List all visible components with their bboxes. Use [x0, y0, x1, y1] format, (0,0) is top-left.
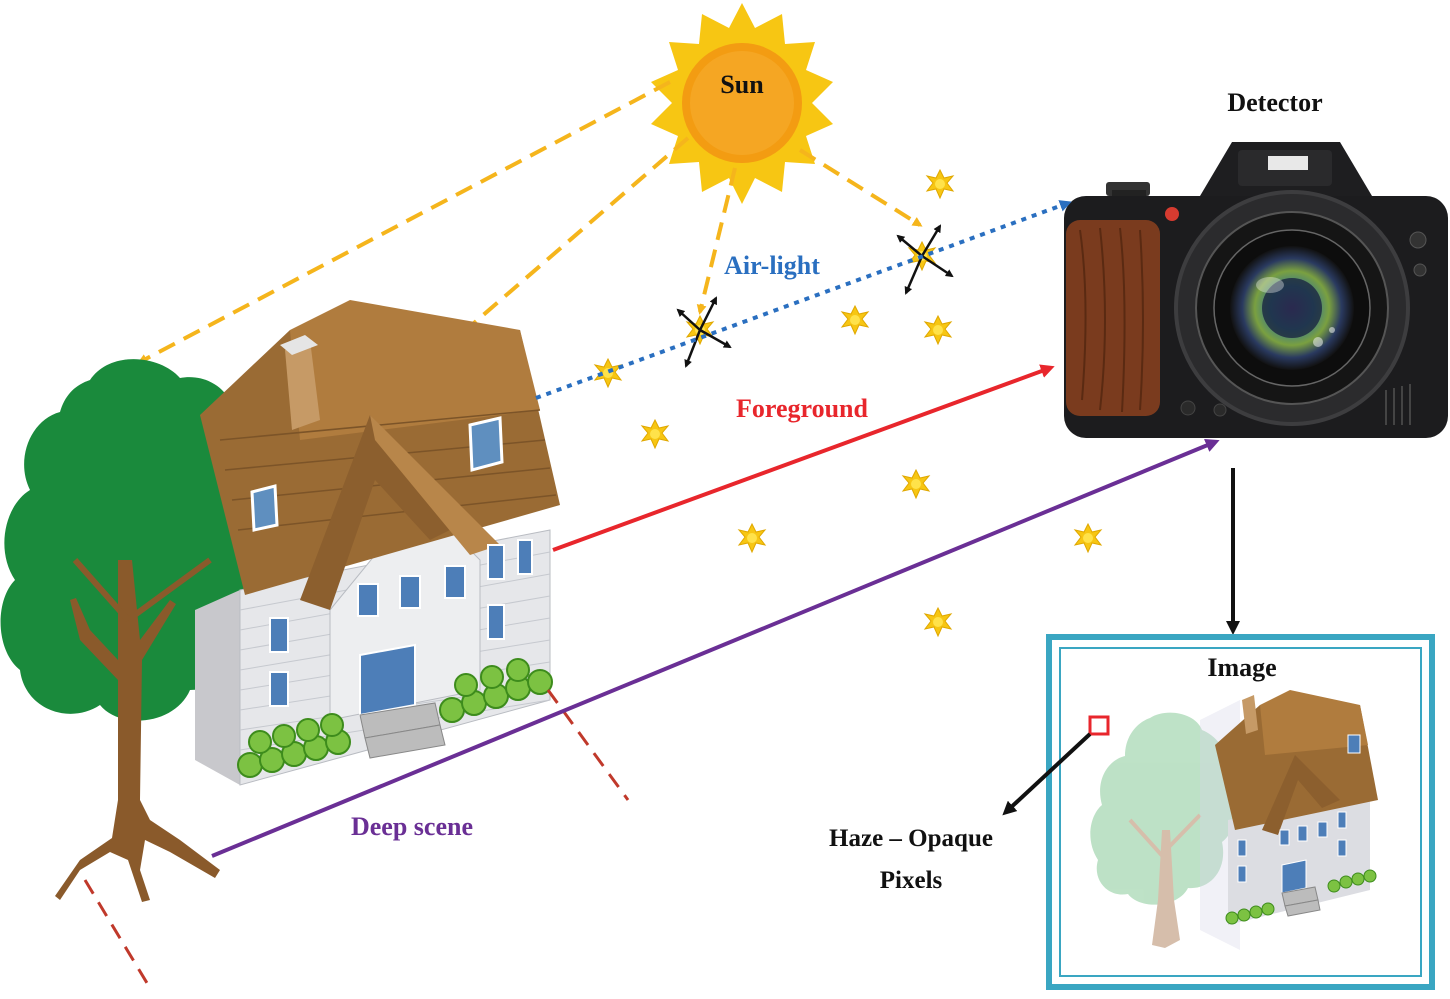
sun-rays: [137, 80, 923, 364]
particle: [924, 315, 952, 345]
particle: [738, 523, 766, 553]
detector-label: Detector: [1227, 88, 1322, 117]
particle: [641, 419, 669, 449]
tree-trunk: [55, 560, 220, 902]
sun-label: Sun: [720, 70, 764, 99]
camera-grip: [1066, 220, 1160, 416]
haze-label-line2: Pixels: [880, 867, 943, 894]
haze-pixel-marker: [1088, 715, 1110, 736]
camera-icon: [1064, 142, 1448, 438]
particle: [902, 469, 930, 499]
haze-label-line1: Haze – Opaque: [829, 825, 993, 852]
particle: [1074, 523, 1102, 553]
deep-scene-path: [211, 438, 1220, 858]
particle: [926, 169, 954, 199]
foreground-label: Foreground: [736, 394, 868, 423]
haze-pixel-arrow: [1002, 732, 1092, 816]
sun-ray-to-tree: [137, 80, 671, 364]
sun-icon: [651, 3, 833, 204]
deep-scene-label: Deep scene: [351, 812, 473, 841]
ground-guides: [83, 689, 630, 989]
image-house-icon: [1215, 690, 1378, 925]
hazy-tree-icon: [1090, 712, 1236, 948]
particle: [841, 305, 869, 335]
particle: [924, 607, 952, 637]
sun-ray-to-particle-2: [798, 148, 923, 227]
ground-guide-tree: [83, 879, 152, 989]
sun-ray-to-particle-1: [696, 167, 737, 315]
house-icon: [195, 300, 560, 786]
bushes-icon: [237, 658, 553, 778]
air-light-label: Air-light: [724, 251, 820, 280]
ground-guide-house: [546, 689, 630, 801]
sun-ray-to-house: [449, 136, 690, 344]
image-label: Image: [1207, 653, 1276, 682]
scatter-arrows-2: [896, 224, 954, 295]
air-light-path: [535, 200, 1072, 400]
foreground-path: [552, 364, 1055, 552]
scatter-arrows-1: [676, 296, 732, 368]
